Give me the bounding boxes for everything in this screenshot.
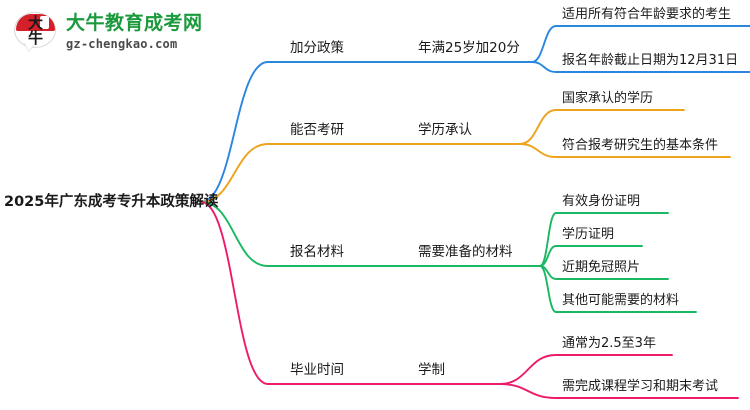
mindmap-subtopic-label: 学制 [418, 362, 445, 378]
mindmap-leaf-label: 国家承认的学历 [562, 91, 654, 106]
mindmap-leaf-label: 需完成课程学习和期末考试 [562, 379, 719, 394]
mindmap-topic-label: 能否考研 [290, 122, 344, 138]
mindmap-topic-label: 报名材料 [290, 244, 344, 260]
mindmap-branch-line [499, 354, 673, 385]
mindmap-leaf-label: 符合报考研究生的基本条件 [562, 138, 719, 153]
mindmap-leaf-label: 近期免冠照片 [562, 260, 641, 275]
mindmap-branch-line [519, 109, 685, 145]
mindmap-subtopic-label: 需要准备的材料 [418, 244, 513, 260]
site-logo: 大 牛 大牛教育成考网 gz-chengkao.com [14, 8, 204, 56]
mindmap-branch-line [200, 201, 401, 385]
logo-red-cap-shape [15, 13, 55, 31]
mindmap-branch-line [539, 265, 697, 313]
logo-title: 大牛教育成考网 [66, 12, 203, 34]
mindmap-subtopic-label: 学历承认 [418, 122, 472, 138]
mindmap-leaf-label: 其他可能需要的材料 [562, 293, 680, 308]
mindmap-branch-line [531, 61, 750, 73]
logo-wordmark: 大牛教育成考网 gz-chengkao.com [66, 12, 203, 51]
mindmap-branch-line [499, 383, 739, 399]
mindmap-leaf-label: 有效身份证明 [562, 194, 641, 209]
logo-mark-char-1: 大 [27, 14, 43, 32]
mindmap-topic-label: 毕业时间 [290, 362, 344, 378]
mindmap-root-label: 2025年广东成考专升本政策解读 [4, 194, 219, 210]
logo-subtitle-url: gz-chengkao.com [66, 37, 178, 51]
logo-mark-char-2: 牛 [27, 29, 43, 47]
logo-mark-icon: 大 牛 [14, 11, 58, 53]
mindmap-branch-line [539, 245, 643, 267]
mindmap-leaf-label: 报名年龄截止日期为12月31日 [562, 53, 739, 68]
logo-mark-text: 大 牛 [14, 14, 56, 47]
mindmap-leaf-label: 通常为2.5至3年 [562, 336, 656, 351]
mindmap-leaf-label: 学历证明 [562, 227, 615, 242]
mindmap-branch-line [200, 61, 401, 203]
mindmap-branch-line [200, 143, 401, 203]
mindmap-branch-line [200, 201, 401, 267]
mindmap-branch-line [531, 25, 750, 63]
speech-bubble-tail [24, 42, 36, 51]
mindmap-topic-label: 加分政策 [290, 40, 344, 56]
mindmap-leaf-label: 适用所有符合年龄要求的考生 [562, 7, 732, 22]
mindmap-branch-line [519, 143, 731, 158]
mindmap-subtopic-label: 年满25岁加20分 [418, 40, 520, 56]
